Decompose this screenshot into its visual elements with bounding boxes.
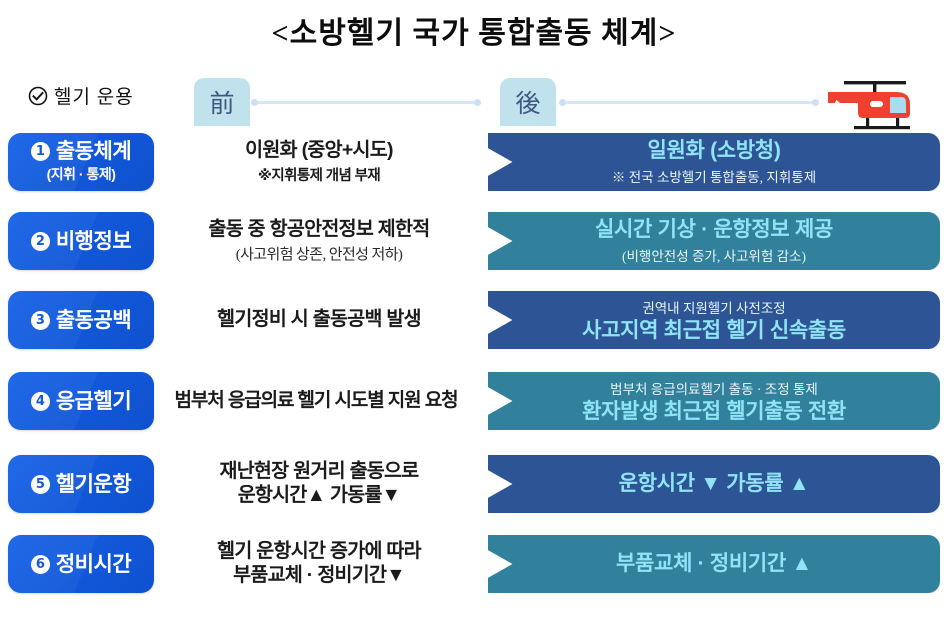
after-main-4: 환자발생 최근접 헬기출동 전환 — [582, 399, 846, 423]
helicopter-icon — [828, 81, 910, 130]
before-cell-1: 이원화 (중앙+시도) ※지휘통제 개념 부재 — [158, 133, 480, 191]
before-main-3: 헬기정비 시 출동공백 발생 — [217, 308, 421, 331]
before-cell-6: 헬기 운항시간 증가에 따라 부품교체 · 정비기간▼ — [158, 535, 480, 593]
header-row: 헬기 운용 前 後 — [0, 78, 948, 130]
category-label-4: 응급헬기 — [55, 389, 132, 413]
category-pill-4[interactable]: 4 응급헬기 — [8, 372, 154, 430]
category-pill-5[interactable]: 5 헬기운항 — [8, 455, 154, 513]
category-label-2: 비행정보 — [55, 229, 132, 253]
before-cell-4: 범부처 응급의료 헬기 시도별 지원 요청 — [140, 372, 492, 430]
before-main-5: 재난현장 원거리 출동으로 — [219, 460, 419, 483]
before-main-2: 출동 중 항공안전정보 제한적 — [208, 218, 430, 241]
category-main-2: 2 비행정보 — [30, 229, 132, 253]
category-pill-6[interactable]: 6 정비시간 — [8, 535, 154, 593]
category-main-6: 6 정비시간 — [30, 552, 132, 576]
category-main-3: 3 출동공백 — [30, 308, 132, 332]
category-main-1: 1 출동체계 — [30, 139, 132, 163]
after-main-2: 실시간 기상 · 운항정보 제공 — [594, 218, 834, 242]
before-cell-2: 출동 중 항공안전정보 제한적 (사고위험 상존, 안전성 저하) — [158, 212, 480, 270]
category-label-3: 출동공백 — [55, 308, 132, 332]
after-banner-3: 권역내 지원헬기 사전조정 사고지역 최근접 헬기 신속출동 — [488, 291, 940, 349]
before-main-4: 범부처 응급의료 헬기 시도별 지원 요청 — [174, 390, 459, 412]
before-sub-2: (사고위험 상존, 안전성 저하) — [235, 246, 403, 263]
category-sublabel-1: (지휘 · 통제) — [46, 165, 116, 182]
after-banner-5: 운항시간 ▼ 가동률 ▲ — [488, 455, 940, 513]
category-number-1: 1 — [30, 141, 50, 161]
before-sub-1: ※지휘통제 개념 부재 — [257, 167, 381, 184]
comparison-row: 5 헬기운항 재난현장 원거리 출동으로 운항시간▲ 가동률▼ 운항시간 ▼ 가… — [0, 455, 948, 517]
category-number-6: 6 — [30, 554, 50, 574]
after-main-3: 사고지역 최근접 헬기 신속출동 — [582, 318, 846, 342]
category-number-2: 2 — [30, 231, 50, 251]
comparison-row: 6 정비시간 헬기 운항시간 증가에 따라 부품교체 · 정비기간▼ 부품교체 … — [0, 535, 948, 597]
page-title: <소방헬기 국가 통합출동 체계> — [271, 17, 677, 50]
after-sub-1: ※ 전국 소방헬기 통합출동, 지휘통제 — [611, 169, 817, 185]
before-sub-5: 운항시간▲ 가동률▼ — [237, 484, 401, 506]
after-main-5: 운항시간 ▼ 가동률 ▲ — [618, 472, 810, 496]
category-number-4: 4 — [30, 391, 50, 411]
phase-badge-before: 前 — [194, 78, 250, 126]
before-main-6: 헬기 운항시간 증가에 따라 — [217, 540, 421, 563]
category-number-3: 3 — [30, 310, 50, 330]
before-cell-5: 재난현장 원거리 출동으로 운항시간▲ 가동률▼ — [158, 455, 480, 513]
after-sub-4: 범부처 응급의료헬기 출동 · 조정 통제 — [610, 381, 818, 397]
legend: 헬기 운용 — [28, 82, 134, 109]
before-cell-3: 헬기정비 시 출동공백 발생 — [158, 291, 480, 349]
after-main-1: 일원화 (소방청) — [647, 139, 781, 163]
after-banner-6: 부품교체 · 정비기간 ▲ — [488, 535, 940, 593]
connector-line-after — [559, 99, 819, 106]
check-circle-icon — [28, 86, 48, 105]
category-label-6: 정비시간 — [55, 552, 132, 576]
comparison-row: 2 비행정보 출동 중 항공안전정보 제한적 (사고위험 상존, 안전성 저하)… — [0, 212, 948, 274]
category-number-5: 5 — [30, 474, 50, 494]
comparison-row: 3 출동공백 헬기정비 시 출동공백 발생 권역내 지원헬기 사전조정 사고지역… — [0, 291, 948, 353]
before-main-1: 이원화 (중앙+시도) — [245, 139, 393, 162]
after-main-6: 부품교체 · 정비기간 ▲ — [616, 552, 812, 576]
after-banner-1: 일원화 (소방청) ※ 전국 소방헬기 통합출동, 지휘통제 — [488, 133, 940, 191]
category-label-5: 헬기운항 — [55, 472, 132, 496]
category-pill-3[interactable]: 3 출동공백 — [8, 291, 154, 349]
after-banner-4: 범부처 응급의료헬기 출동 · 조정 통제 환자발생 최근접 헬기출동 전환 — [488, 372, 940, 430]
connector-line-before — [251, 99, 481, 106]
after-sub-3: 권역내 지원헬기 사전조정 — [642, 300, 786, 316]
legend-label: 헬기 운용 — [54, 87, 134, 108]
comparison-row: 1 출동체계 (지휘 · 통제) 이원화 (중앙+시도) ※지휘통제 개념 부재… — [0, 133, 948, 195]
after-banner-2: 실시간 기상 · 운항정보 제공 (비행안전성 증가, 사고위험 감소) — [488, 212, 940, 270]
category-label-1: 출동체계 — [55, 139, 132, 163]
comparison-row: 4 응급헬기 범부처 응급의료 헬기 시도별 지원 요청 범부처 응급의료헬기 … — [0, 372, 948, 434]
phase-badge-after: 後 — [500, 78, 556, 126]
after-sub-2: (비행안전성 증가, 사고위험 감소) — [622, 248, 806, 264]
category-main-4: 4 응급헬기 — [30, 389, 132, 413]
before-sub-6: 부품교체 · 정비기간▼ — [233, 564, 405, 586]
category-main-5: 5 헬기운항 — [30, 472, 132, 496]
category-pill-1[interactable]: 1 출동체계 (지휘 · 통제) — [8, 133, 154, 191]
category-pill-2[interactable]: 2 비행정보 — [8, 212, 154, 270]
